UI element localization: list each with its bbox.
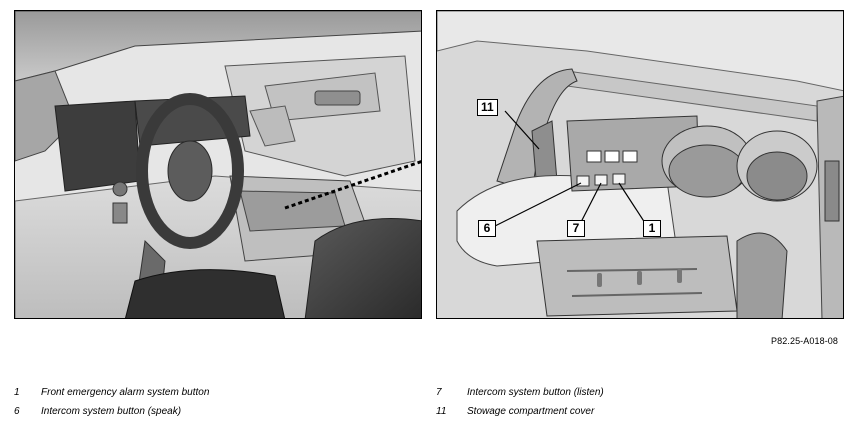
callout-1-label: 1 [643, 220, 661, 237]
legend-item-7-text: Intercom system button (listen) [467, 387, 604, 398]
legend-item-1-number: 1 [14, 387, 20, 398]
figure-reference-code: P82.25-A018-08 [771, 336, 838, 346]
vehicle-interior-illustration [14, 10, 422, 319]
legend-item-6-text: Intercom system button (speak) [41, 406, 182, 417]
callout-7-label: 7 [567, 220, 585, 237]
callout-11-label: 11 [477, 99, 498, 116]
legend-item-11-number: 11 [436, 406, 447, 417]
vehicle-interior-drawing [15, 11, 421, 318]
legend-item-11-text: Stowage compartment cover [467, 406, 595, 417]
center-console-detail-illustration: 11 6 7 1 [436, 10, 844, 319]
callout-6-label: 6 [478, 220, 496, 237]
legend-item-7-number: 7 [436, 387, 442, 398]
center-console-drawing [437, 11, 843, 318]
legend-item-1-text: Front emergency alarm system button [41, 387, 210, 398]
legend-item-6-number: 6 [14, 406, 20, 417]
